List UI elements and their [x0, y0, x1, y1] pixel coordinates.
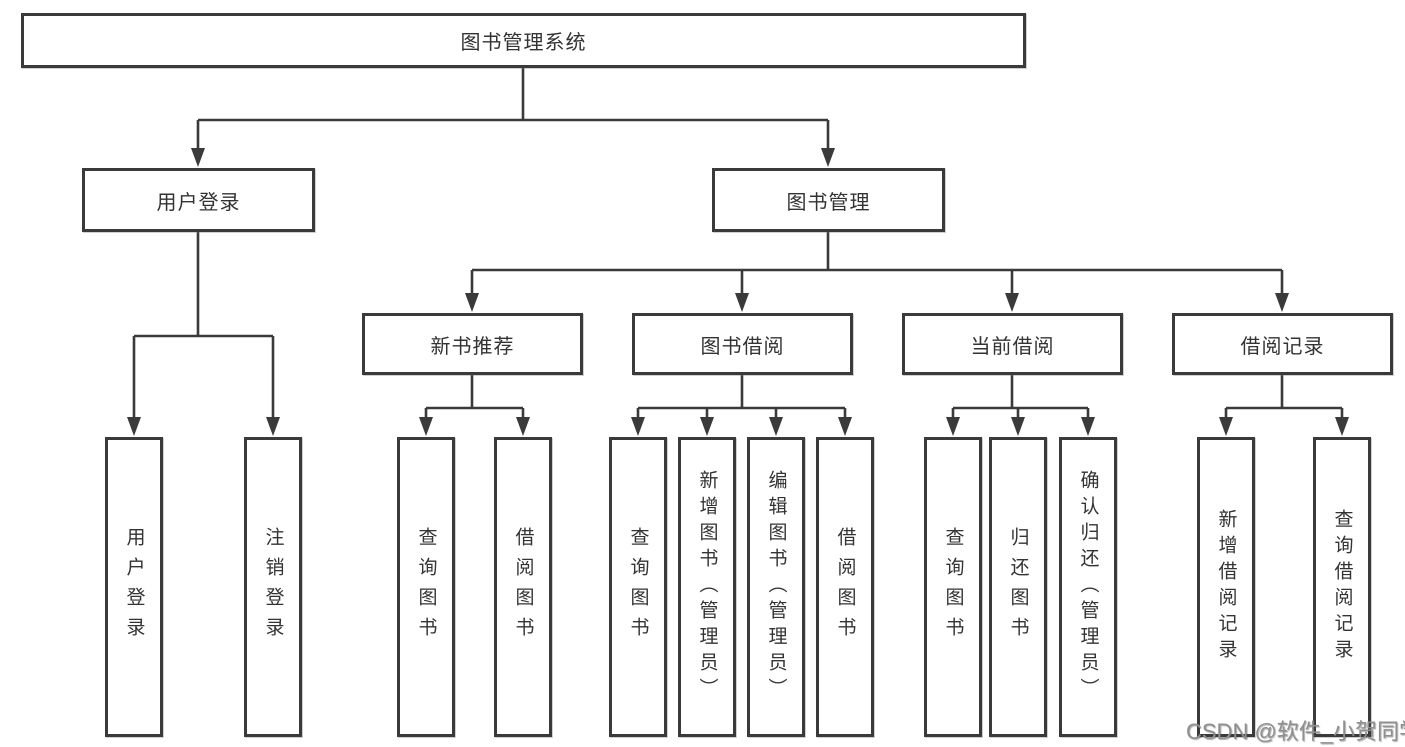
node-root: 图书管理系统	[21, 13, 1026, 68]
leaf-bb-query-books-label: 查询图书	[627, 527, 649, 647]
leaf-cb-return-books-label: 归还图书	[1007, 527, 1029, 647]
leaf-cb-confirm-return-admin: 确认归还（管理员）	[1059, 437, 1117, 737]
node-book-management: 图书管理	[712, 168, 945, 232]
node-book-borrowing-label: 图书借阅	[700, 335, 785, 358]
node-new-book-recommend-label: 新书推荐	[430, 335, 515, 358]
leaf-nbr-borrow-books: 借阅图书	[494, 437, 552, 737]
leaf-bb-borrow-books-label: 借阅图书	[834, 527, 856, 647]
leaf-br-query-record-label: 查询借阅记录	[1331, 509, 1353, 665]
leaf-br-add-record-label: 新增借阅记录	[1215, 509, 1237, 665]
node-borrowing-records: 借阅记录	[1172, 313, 1393, 375]
node-borrowing-records-label: 借阅记录	[1240, 335, 1325, 358]
leaf-bb-borrow-books: 借阅图书	[816, 437, 874, 737]
leaf-logout: 注销登录	[244, 437, 302, 737]
leaf-user-login-label: 用户登录	[123, 527, 145, 647]
node-current-borrowing: 当前借阅	[902, 313, 1123, 375]
node-root-label: 图书管理系统	[460, 32, 587, 54]
leaf-cb-confirm-return-admin-label: 确认归还（管理员）	[1077, 470, 1099, 704]
leaf-bb-edit-books-admin: 编辑图书（管理员）	[747, 437, 805, 737]
node-new-book-recommend: 新书推荐	[362, 313, 583, 375]
leaf-nbr-borrow-books-label: 借阅图书	[512, 527, 534, 647]
leaf-bb-edit-books-admin-label: 编辑图书（管理员）	[765, 470, 787, 704]
leaf-bb-query-books: 查询图书	[609, 437, 667, 737]
leaf-nbr-query-books: 查询图书	[397, 437, 455, 737]
leaf-cb-query-books: 查询图书	[924, 437, 982, 737]
leaf-nbr-query-books-label: 查询图书	[415, 527, 437, 647]
leaf-br-query-record: 查询借阅记录	[1313, 437, 1371, 737]
leaf-logout-label: 注销登录	[262, 527, 284, 647]
csdn-watermark: CSDN @软件_小贺同学	[1186, 719, 1405, 744]
leaf-br-add-record: 新增借阅记录	[1197, 437, 1255, 737]
leaf-bb-add-books-admin: 新增图书（管理员）	[678, 437, 736, 737]
leaf-cb-return-books: 归还图书	[989, 437, 1047, 737]
node-book-management-label: 图书管理	[786, 191, 871, 214]
leaf-user-login: 用户登录	[105, 437, 163, 737]
node-user-login: 用户登录	[82, 168, 315, 232]
node-book-borrowing: 图书借阅	[632, 313, 853, 375]
node-user-login-label: 用户登录	[156, 191, 241, 214]
node-current-borrowing-label: 当前借阅	[970, 335, 1055, 358]
leaf-cb-query-books-label: 查询图书	[942, 527, 964, 647]
leaf-bb-add-books-admin-label: 新增图书（管理员）	[696, 470, 718, 704]
